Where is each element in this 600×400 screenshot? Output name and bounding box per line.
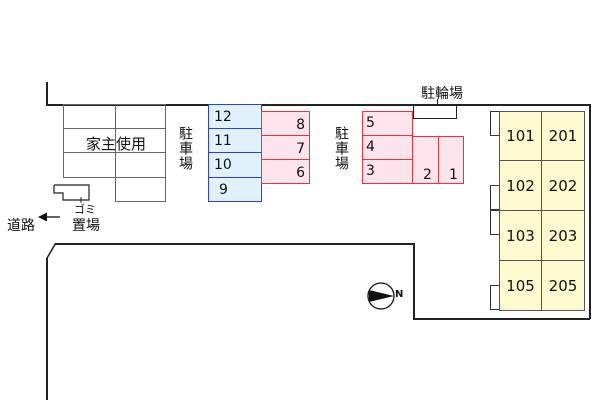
garbage-label-top: ゴミ	[74, 203, 96, 216]
parking-space-3: 3	[362, 159, 413, 184]
parking-space-5: 5	[362, 111, 413, 136]
balcony	[490, 111, 500, 136]
garbage-label-bottom: 置場	[72, 218, 100, 234]
road-edge	[55, 243, 414, 245]
unit-201: 201	[541, 111, 585, 161]
unit-101: 101	[499, 111, 542, 161]
balcony	[490, 285, 500, 310]
leader-line	[437, 99, 438, 105]
unit-205: 205	[541, 260, 585, 311]
parking-space-10: 10	[208, 152, 262, 178]
owner-space	[63, 104, 116, 129]
road-corner	[45, 243, 57, 260]
boundary-line	[589, 104, 591, 319]
parking-space-6: 6	[261, 159, 310, 184]
road-label: 道路	[7, 218, 35, 234]
owner-space	[115, 152, 166, 178]
unit-103: 103	[499, 210, 542, 261]
parking-space-11: 11	[208, 128, 262, 153]
owner-use-label: 家主使用	[86, 135, 147, 153]
garbage-area	[53, 184, 90, 203]
boundary-line	[46, 104, 590, 106]
unit-203: 203	[541, 210, 585, 261]
parking-space-2: 2	[412, 136, 439, 184]
bicycle-parking-label: 駐輪場	[421, 86, 463, 102]
balcony	[490, 210, 500, 235]
bicycle-parking	[413, 104, 457, 119]
parking-space-12: 12	[208, 104, 262, 129]
parking-space-7: 7	[261, 135, 310, 160]
parking-label-right: 駐車場	[333, 126, 349, 171]
parking-space-9: 9	[208, 177, 262, 202]
owner-space	[63, 152, 116, 178]
arrow-left-icon	[38, 212, 60, 222]
owner-space	[115, 177, 166, 202]
boundary-line	[46, 82, 48, 105]
unit-102: 102	[499, 160, 542, 211]
owner-space	[115, 104, 166, 129]
parking-space-8: 8	[261, 111, 310, 136]
parking-label-left: 駐車場	[177, 126, 193, 171]
unit-202: 202	[541, 160, 585, 211]
boundary-line	[413, 243, 415, 319]
compass-icon	[367, 282, 395, 310]
unit-105: 105	[499, 260, 542, 311]
balcony	[490, 185, 500, 210]
parking-space-1: 1	[438, 136, 464, 184]
parking-space-4: 4	[362, 135, 413, 160]
north-label: N	[395, 289, 404, 300]
road-edge	[46, 258, 48, 400]
boundary-line	[413, 318, 590, 320]
